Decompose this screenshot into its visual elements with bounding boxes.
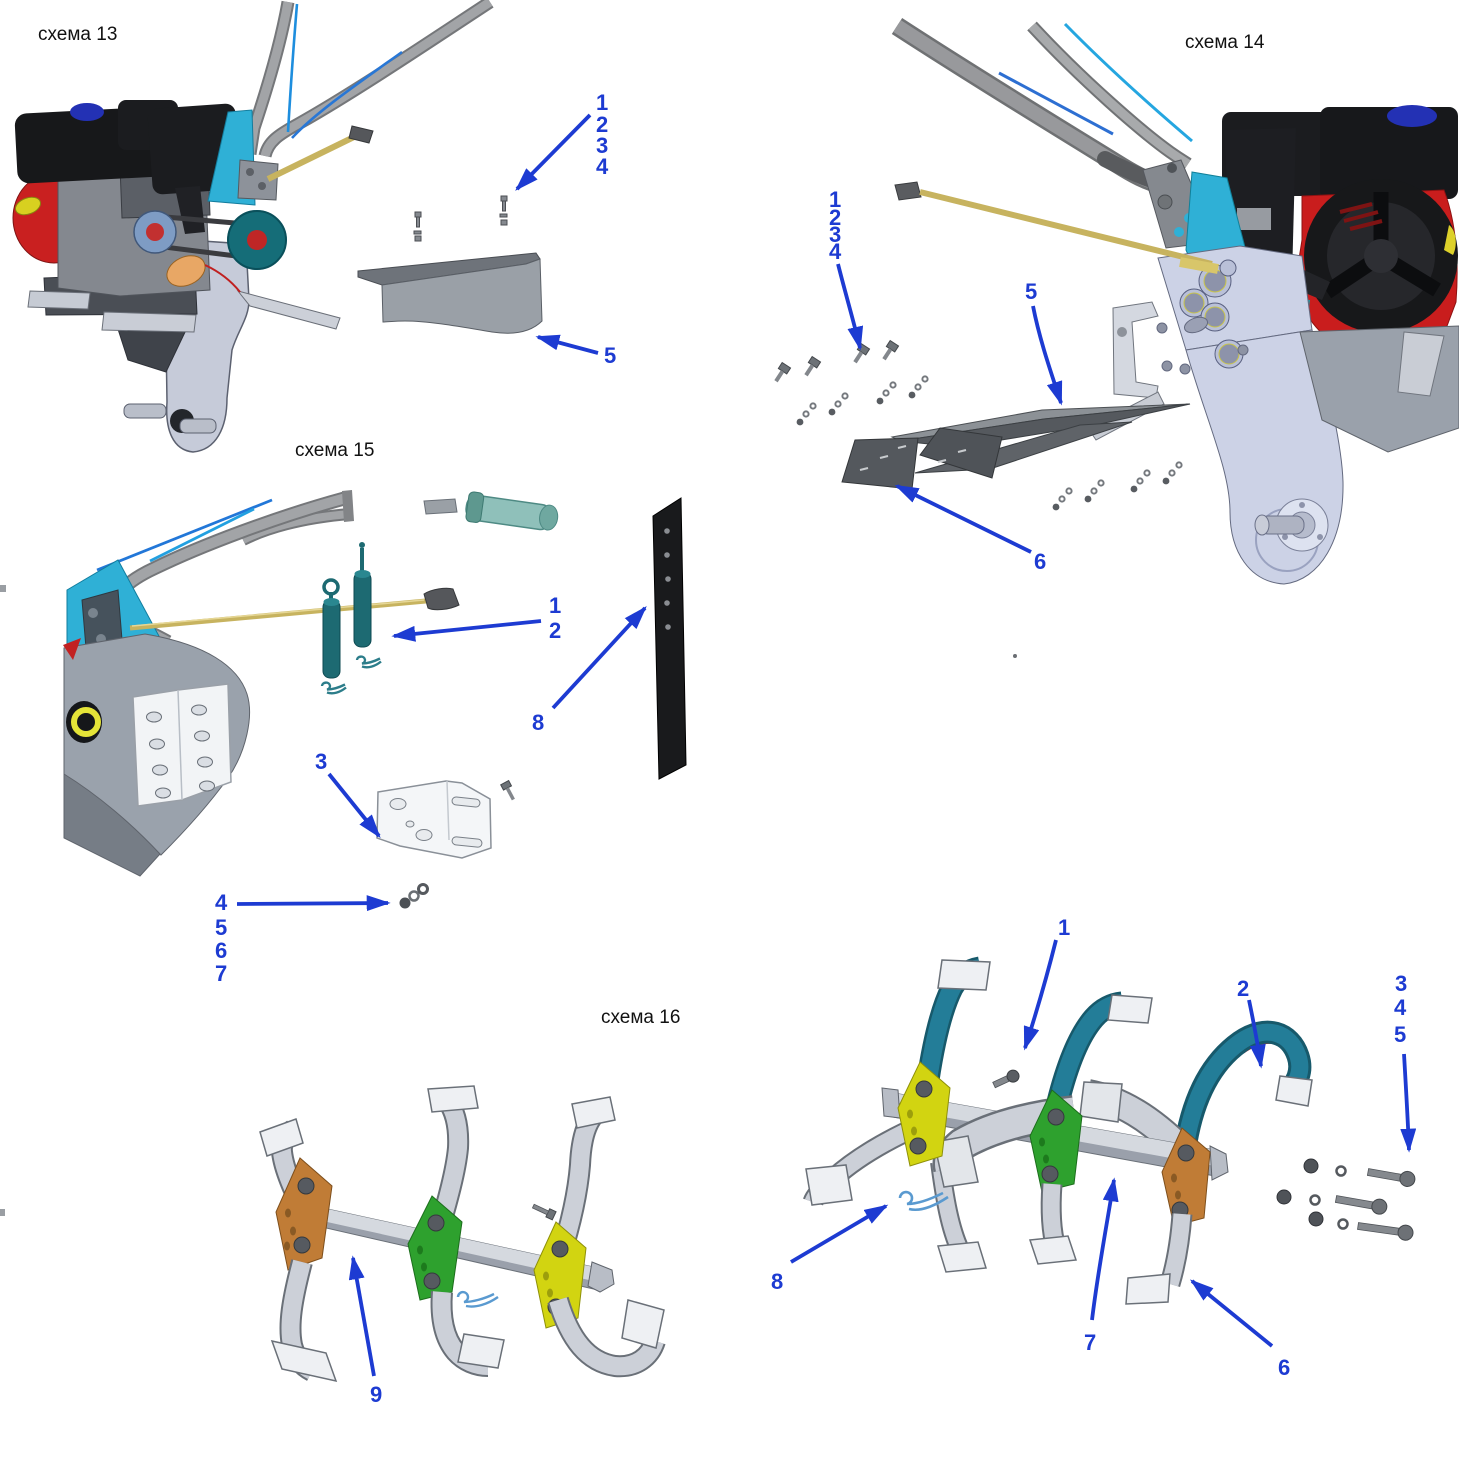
svg-text:5: 5 xyxy=(1025,279,1037,304)
svg-text:1: 1 xyxy=(549,593,561,618)
svg-text:5: 5 xyxy=(604,343,616,368)
svg-text:1: 1 xyxy=(1058,915,1070,940)
svg-text:9: 9 xyxy=(370,1382,382,1407)
svg-text:2: 2 xyxy=(1237,976,1249,1001)
svg-text:3: 3 xyxy=(315,749,327,774)
svg-text:6: 6 xyxy=(215,938,227,963)
svg-text:2: 2 xyxy=(549,618,561,643)
svg-text:7: 7 xyxy=(215,961,227,986)
svg-text:8: 8 xyxy=(771,1269,783,1294)
svg-text:3: 3 xyxy=(1395,971,1407,996)
svg-text:1: 1 xyxy=(829,187,841,212)
svg-text:схема 15: схема 15 xyxy=(295,440,374,461)
svg-text:1: 1 xyxy=(596,90,608,115)
svg-text:6: 6 xyxy=(1278,1355,1290,1380)
svg-text:5: 5 xyxy=(215,915,227,940)
svg-text:6: 6 xyxy=(1034,549,1046,574)
svg-text:схема 13: схема 13 xyxy=(38,24,117,45)
svg-text:4: 4 xyxy=(1394,995,1407,1020)
svg-text:7: 7 xyxy=(1084,1330,1096,1355)
svg-text:схема 14: схема 14 xyxy=(1185,32,1265,53)
svg-text:4: 4 xyxy=(215,890,228,915)
svg-text:8: 8 xyxy=(532,710,544,735)
svg-text:2: 2 xyxy=(829,205,841,230)
svg-text:4: 4 xyxy=(829,239,842,264)
svg-text:3: 3 xyxy=(596,133,608,158)
svg-text:2: 2 xyxy=(596,112,608,137)
svg-text:5: 5 xyxy=(1394,1022,1406,1047)
svg-text:4: 4 xyxy=(596,154,609,179)
svg-text:3: 3 xyxy=(829,222,841,247)
svg-text:схема 16: схема 16 xyxy=(601,1007,680,1028)
